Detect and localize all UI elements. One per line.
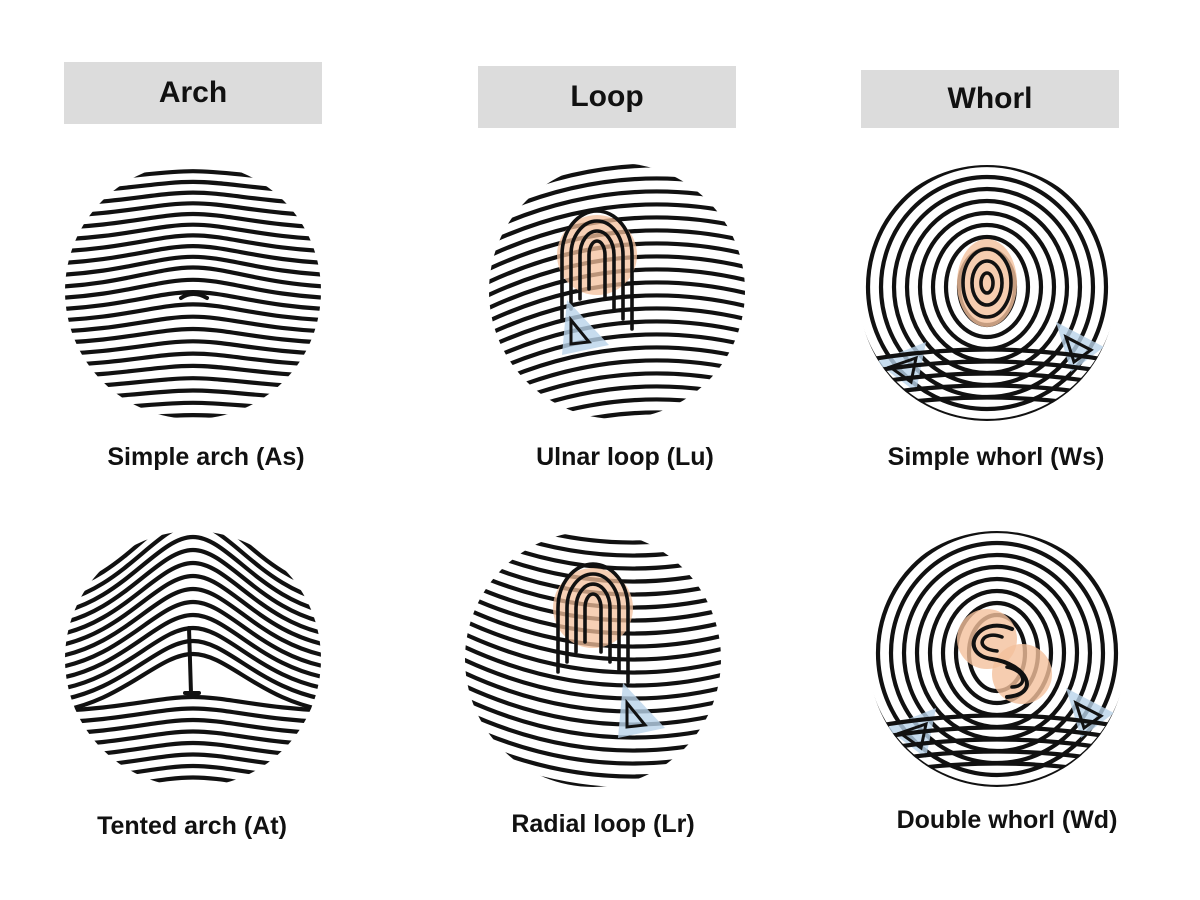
caption-simple-whorl: Simple whorl (Ws): [887, 443, 1105, 471]
radial-loop-fingerprint: [462, 528, 724, 790]
caption-tented-arch: Tented arch (At): [97, 812, 287, 840]
caption-radial-loop: Radial loop (Lr): [511, 810, 695, 838]
fingerprint-drawing: [859, 165, 1115, 421]
fingerprint-drawing: [489, 163, 745, 419]
double-whorl-fingerprint: [866, 528, 1128, 790]
fingerprint-drawing: [465, 531, 721, 787]
simple-whorl-fingerprint: [856, 162, 1118, 424]
header-loop: Loop: [478, 66, 736, 128]
ulnar-loop-fingerprint: [486, 160, 748, 422]
caption-ulnar-loop: Ulnar loop (Lu): [536, 443, 714, 471]
fingerprint-drawing: [65, 169, 321, 419]
caption-double-whorl: Double whorl (Wd): [896, 806, 1118, 834]
caption-simple-arch: Simple arch (As): [107, 443, 305, 471]
fingerprint-drawing: [869, 531, 1125, 787]
simple-arch-fingerprint: [62, 160, 324, 422]
header-arch: Arch: [64, 62, 322, 124]
header-whorl: Whorl: [861, 70, 1119, 128]
fingerprint-drawing: [65, 531, 321, 787]
tented-arch-fingerprint: [62, 528, 324, 790]
